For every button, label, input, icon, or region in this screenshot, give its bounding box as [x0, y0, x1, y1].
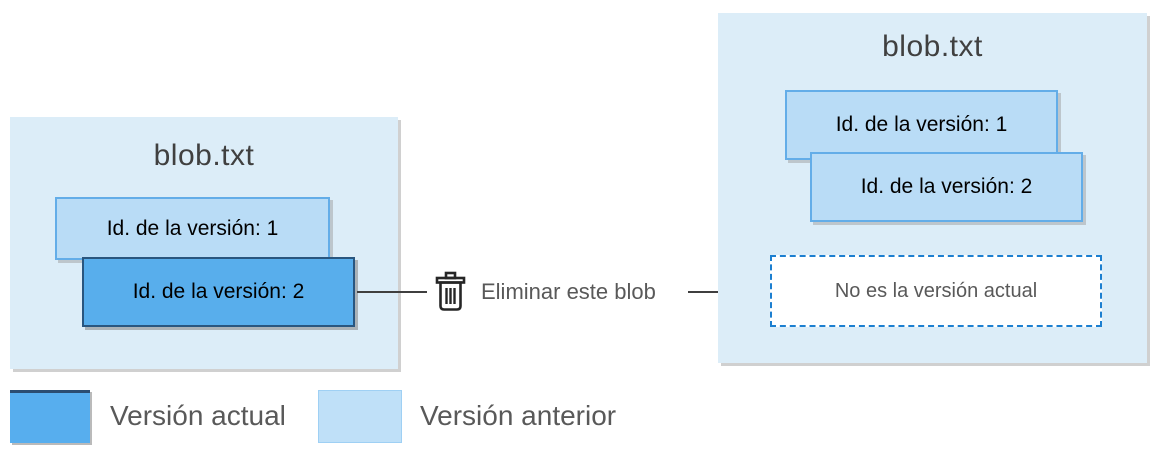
left-version-2-box: Id. de la versión: 2 — [82, 257, 355, 327]
left-blob-title: blob.txt — [153, 139, 255, 172]
legend-swatch-previous — [318, 390, 402, 443]
left-blob-container: blob.txt Id. de la versión: 1 Id. de la … — [10, 117, 398, 369]
right-blob-container: blob.txt Id. de la versión: 1 Id. de la … — [718, 13, 1147, 363]
right-version-1-label: Id. de la versión: 1 — [835, 113, 1008, 136]
legend-label-current: Versión actual — [110, 400, 286, 431]
connector-line-left — [357, 291, 427, 293]
right-version-1-box: Id. de la versión: 1 — [785, 90, 1058, 160]
left-version-2-label: Id. de la versión: 2 — [132, 280, 305, 303]
right-version-2-label: Id. de la versión: 2 — [860, 175, 1033, 198]
trash-icon — [435, 271, 466, 317]
right-version-2-box: Id. de la versión: 2 — [810, 152, 1083, 222]
action-label: Eliminar este blob — [481, 279, 656, 304]
no-current-version-box: No es la versión actual — [770, 255, 1102, 327]
legend-label-previous: Versión anterior — [420, 400, 617, 431]
left-version-1-box: Id. de la versión: 1 — [55, 197, 330, 260]
right-blob-title: blob.txt — [882, 30, 983, 63]
no-current-version-label: No es la versión actual — [834, 279, 1038, 302]
left-version-1-label: Id. de la versión: 1 — [106, 216, 279, 240]
legend-swatch-current — [10, 390, 90, 443]
